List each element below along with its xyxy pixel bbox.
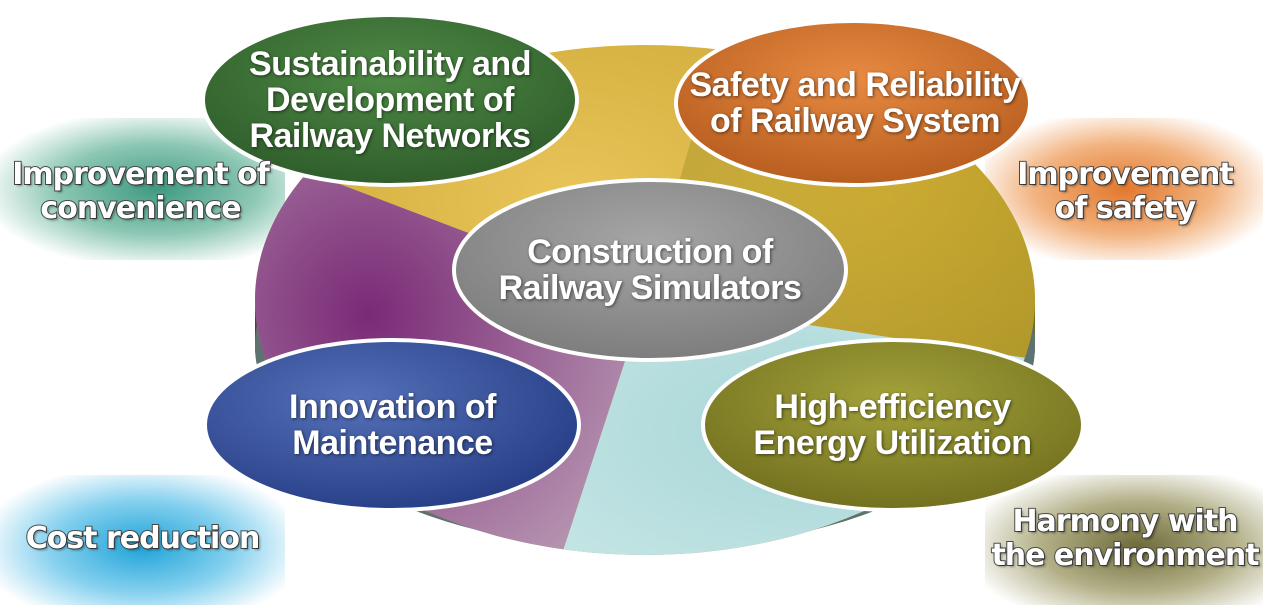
energy-ellipse [701, 338, 1085, 512]
safety-reliability-ellipse [674, 19, 1032, 187]
center-label: Construction of Railway Simulators [498, 233, 802, 307]
cost-reduction-label: Cost reduction [25, 521, 262, 557]
sustainability-label: Sustainability and Development of Railwa… [249, 45, 531, 155]
safety-reliability-label: Safety and Reliability of Railway System [689, 65, 1022, 140]
energy-label: High-efficiency Energy Utilization [753, 388, 1032, 462]
safety-glow [985, 118, 1263, 260]
maintenance-label: Innovation of Maintenance [289, 388, 496, 462]
environment-glow [985, 475, 1263, 605]
sustainability-ellipse [201, 13, 579, 187]
environment-label: Harmony with the environment [990, 504, 1260, 574]
center-ellipse [452, 178, 848, 362]
convenience-label: Improvement of convenience [11, 157, 271, 227]
maintenance-ellipse [203, 338, 581, 512]
safety-label: Improvement of safety [1016, 157, 1235, 227]
cost-glow [0, 475, 285, 605]
